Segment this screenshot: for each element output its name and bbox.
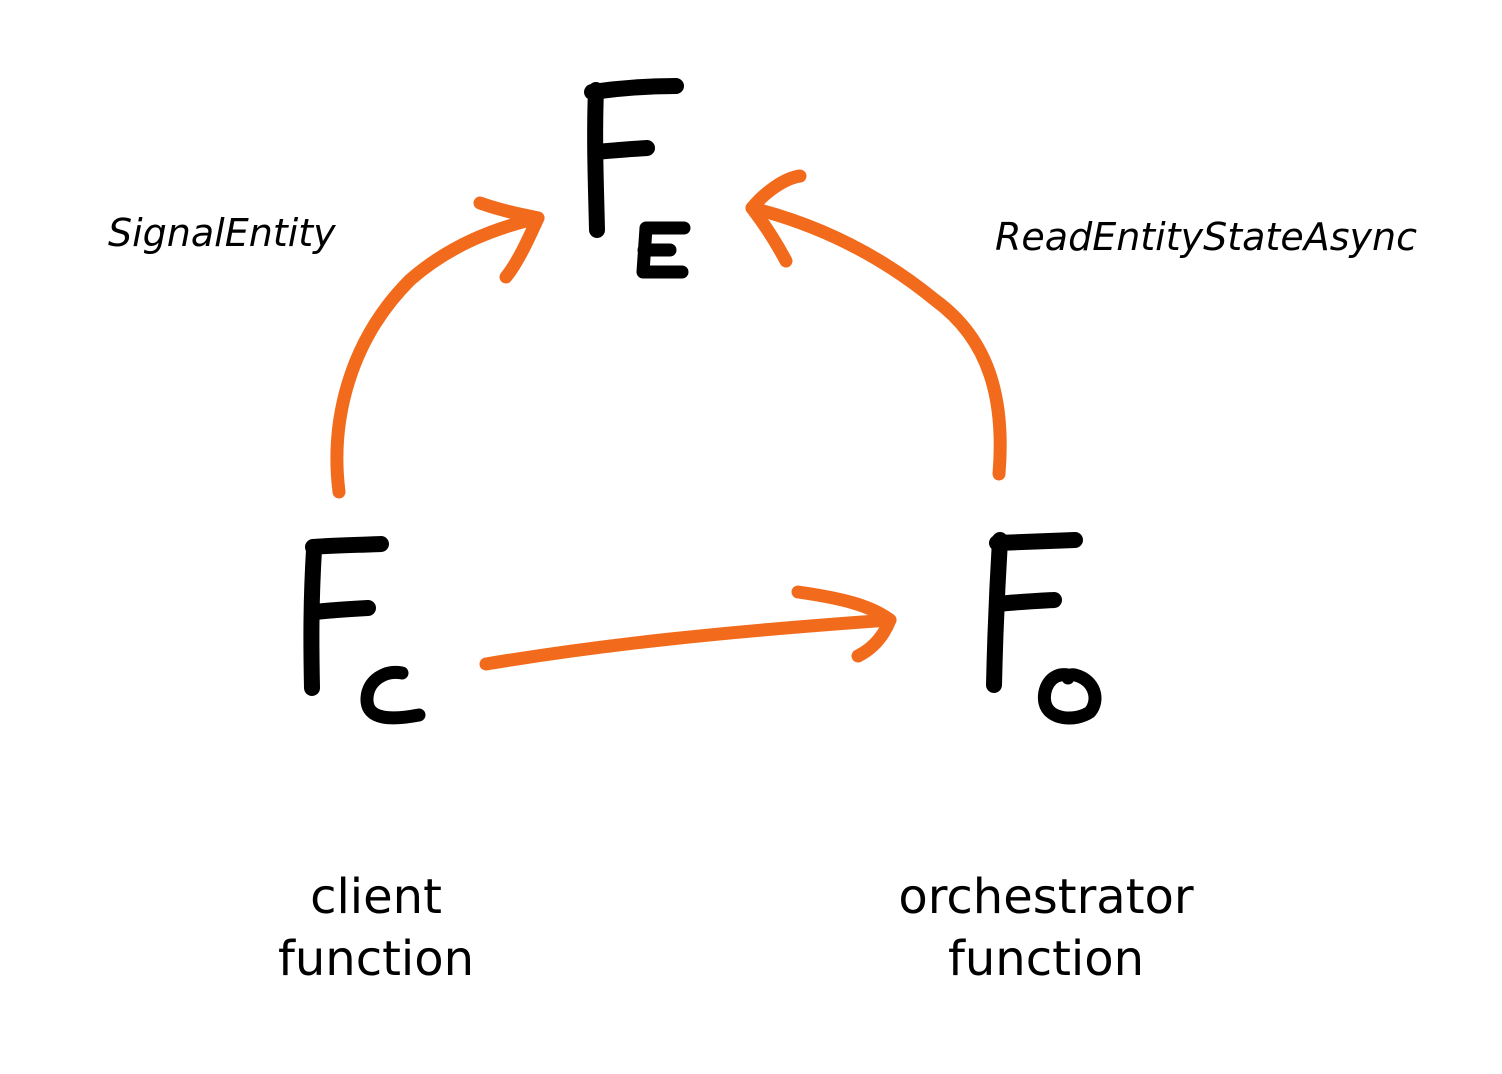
edge-client-to-orchestrator-arrowhead <box>791 585 897 663</box>
edge-orchestrator-to-entity-arrow <box>745 201 1007 481</box>
node-orchestrator <box>986 532 1102 725</box>
edge-client-to-entity-label: SignalEntity <box>108 211 336 255</box>
edge-client-to-entity: SignalEntity <box>108 196 545 499</box>
node-client-subscript <box>360 665 426 725</box>
caption-orchestrator-line1: orchestrator <box>898 869 1194 925</box>
edge-orchestrator-to-entity-arrowhead <box>745 169 807 268</box>
edge-client-to-entity-arrowhead <box>473 196 545 284</box>
edge-orchestrator-to-entity: ReadEntityStateAsync <box>745 169 1417 481</box>
node-orchestrator-subscript <box>1037 668 1102 725</box>
edge-client-to-entity-arrow <box>330 211 545 499</box>
caption-orchestrator: orchestrator function <box>898 869 1194 987</box>
caption-client-line1: client <box>310 869 442 925</box>
node-entity-subscript <box>636 221 691 279</box>
node-orchestrator-symbol <box>986 532 1083 693</box>
edge-client-to-orchestrator <box>479 585 897 671</box>
node-entity <box>584 78 691 279</box>
edge-orchestrator-to-entity-label: ReadEntityStateAsync <box>995 215 1417 259</box>
caption-orchestrator-line2: function <box>948 931 1144 987</box>
node-entity-symbol <box>584 78 684 238</box>
node-client-symbol <box>303 536 389 696</box>
caption-client: client function <box>278 869 474 987</box>
node-client <box>303 536 426 725</box>
edge-client-to-orchestrator-arrow <box>479 613 897 671</box>
caption-client-line2: function <box>278 931 474 987</box>
